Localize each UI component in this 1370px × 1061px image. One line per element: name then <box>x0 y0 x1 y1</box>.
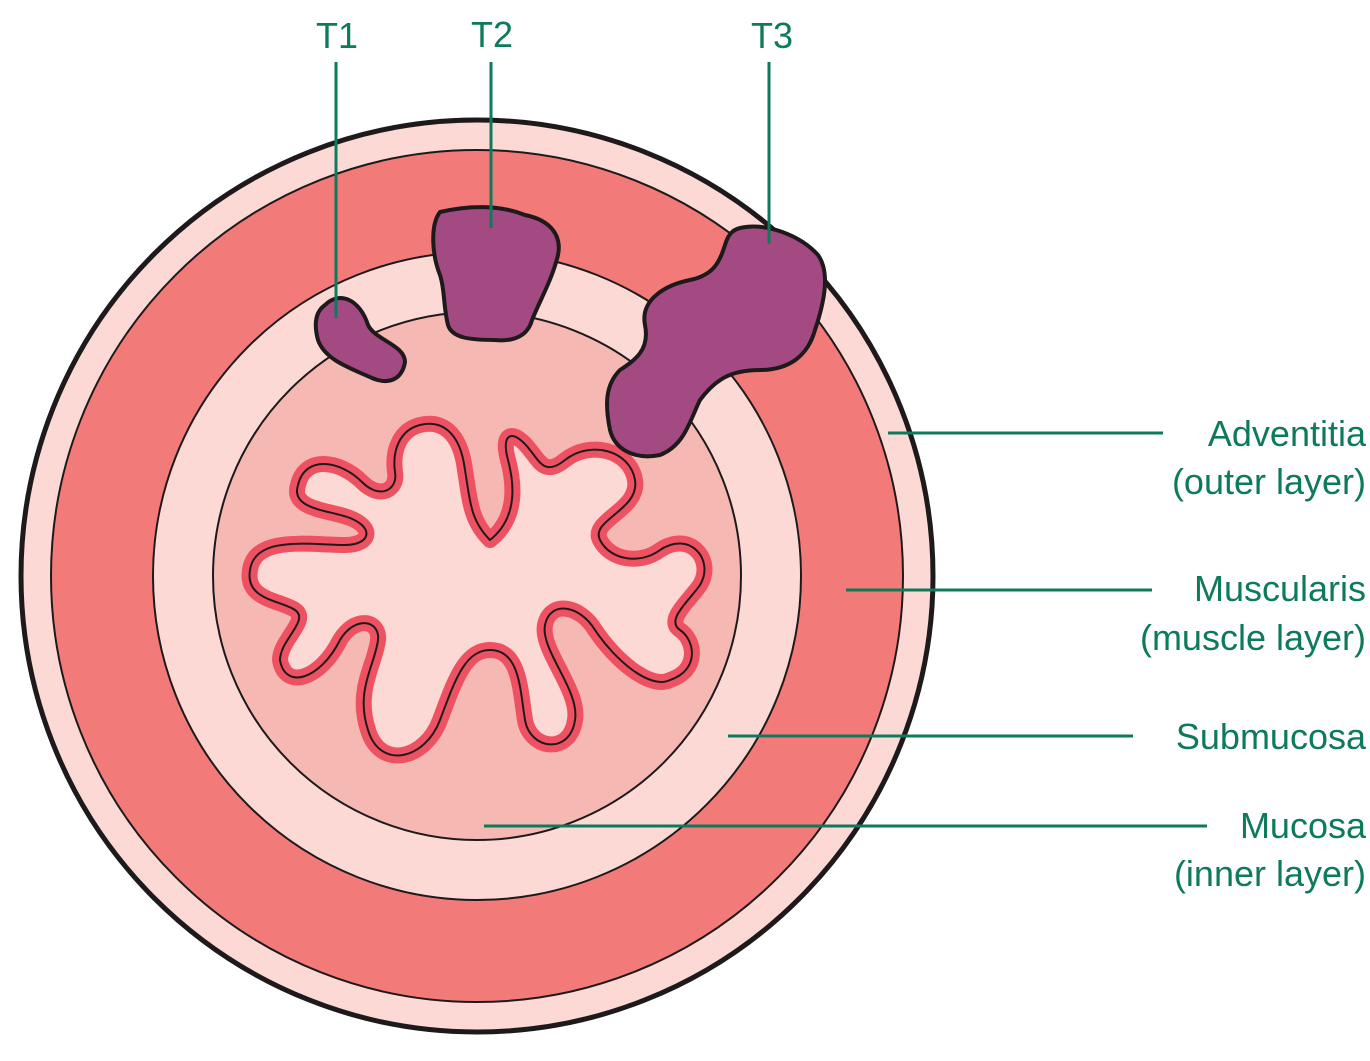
lumen-fold-inner-outline <box>248 422 706 757</box>
stage-label-t3: T3 <box>751 15 793 56</box>
adventitia-label: Adventitia <box>1208 413 1367 454</box>
adventitia-detail-label: (outer layer) <box>1172 461 1366 502</box>
tumor-t2 <box>431 205 561 343</box>
mucosa-label: Mucosa <box>1240 805 1367 846</box>
muscularis-detail-label: (muscle layer) <box>1140 617 1366 658</box>
stage-label-t2: T2 <box>471 14 513 55</box>
mucosal-folds <box>241 415 713 764</box>
submucosa-label: Submucosa <box>1176 716 1367 757</box>
tumor-t1 <box>313 295 407 383</box>
stage-label-t1: T1 <box>316 15 358 56</box>
mucosa-detail-label: (inner layer) <box>1174 853 1366 894</box>
muscularis-label: Muscularis <box>1194 568 1366 609</box>
tumor-t3 <box>605 224 827 459</box>
